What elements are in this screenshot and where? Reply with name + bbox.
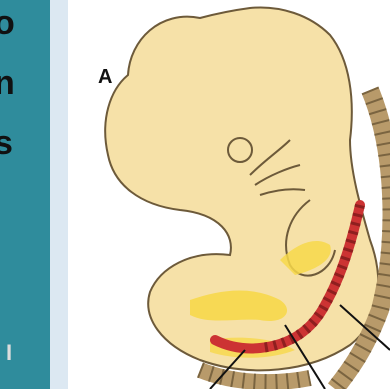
- sidebar-letter-1: o: [0, 6, 15, 40]
- sidebar-letter-2: n: [0, 66, 15, 100]
- left-sidebar: o n s I: [0, 0, 50, 389]
- figure-panel: A: [50, 0, 390, 389]
- embryo-illustration: [50, 0, 390, 389]
- sidebar-letter-3: s: [0, 126, 13, 160]
- panel-label: A: [98, 66, 112, 89]
- sidebar-fragment: I: [6, 340, 12, 366]
